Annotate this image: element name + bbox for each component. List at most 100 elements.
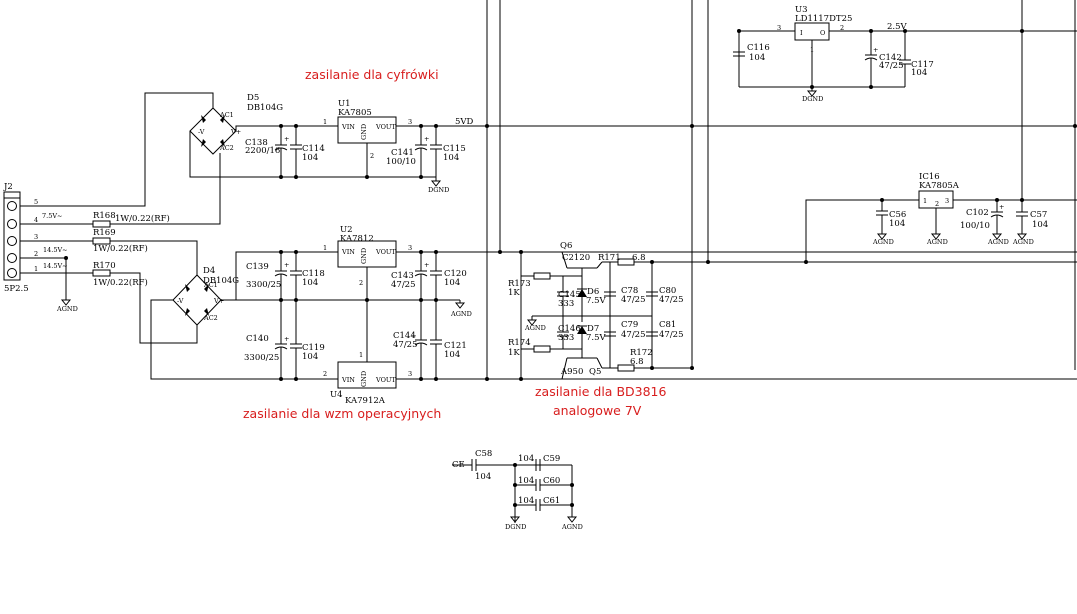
svg-text:104: 104: [444, 278, 460, 288]
svg-text:104: 104: [911, 68, 927, 78]
resistor-r168: R168 1W/0.22(RF): [92, 211, 170, 228]
svg-text:DB104G: DB104G: [203, 276, 239, 286]
svg-text:U2: U2: [340, 225, 353, 235]
net-label-7v5ac: 7.5V~: [42, 212, 62, 220]
svg-text:AGND: AGND: [1012, 238, 1034, 246]
capacitor-c114: C114 104: [290, 126, 325, 177]
regulator-ic16: IC16 KA7805A 1 2 3: [918, 172, 960, 209]
bridge-rectifier-d4: AC1 AC2 -V V+ D4 DB104G: [172, 266, 239, 326]
svg-text:3: 3: [408, 118, 412, 126]
svg-text:6.8: 6.8: [630, 357, 644, 367]
svg-text:1W/0.22(RF): 1W/0.22(RF): [93, 243, 148, 254]
svg-text:+: +: [284, 335, 289, 343]
svg-text:104: 104: [1032, 220, 1048, 230]
svg-text:V+: V+: [230, 128, 241, 136]
svg-text:333: 333: [558, 333, 574, 343]
capacitor-c116: C116 104: [733, 43, 770, 63]
svg-text:AC2: AC2: [203, 314, 218, 322]
svg-text:+: +: [284, 261, 289, 269]
svg-text:VOUT: VOUT: [375, 376, 396, 384]
svg-text:1W/0.22(RF): 1W/0.22(RF): [115, 213, 170, 224]
svg-text:47/25: 47/25: [621, 330, 646, 340]
svg-text:R172: R172: [630, 348, 653, 358]
capacitor-c118: C118 104: [290, 252, 325, 300]
net-label-14v5ac: 14.5V~: [43, 246, 68, 254]
svg-text:C57: C57: [1030, 210, 1047, 220]
svg-text:Q6: Q6: [560, 241, 572, 251]
svg-text:1: 1: [923, 197, 927, 205]
svg-text:104: 104: [518, 476, 534, 486]
capacitor-c120: C120 104: [430, 252, 467, 300]
agnd-symbol: AGND: [926, 233, 948, 246]
svg-text:7.5V: 7.5V: [586, 333, 607, 343]
svg-text:AGND: AGND: [524, 324, 546, 332]
wire-d5-gnd: [189, 131, 436, 178]
svg-text:C2120: C2120: [562, 253, 590, 263]
svg-text:C102: C102: [966, 208, 989, 218]
svg-text:C119: C119: [302, 343, 325, 353]
svg-text:AC1: AC1: [203, 281, 218, 289]
svg-text:AGND: AGND: [987, 238, 1009, 246]
dgnd-symbol: DGND: [802, 90, 823, 103]
pin-label: 5: [34, 198, 38, 206]
svg-text:3: 3: [777, 24, 781, 32]
svg-text:C138: C138: [245, 138, 268, 148]
svg-text:-V: -V: [198, 128, 205, 136]
svg-text:2: 2: [323, 370, 327, 378]
svg-text:C141: C141: [391, 148, 414, 158]
capacitor-c141: + C141 100/10: [386, 126, 429, 177]
svg-text:U3: U3: [795, 5, 808, 15]
svg-text:47/25: 47/25: [659, 295, 684, 305]
svg-text:C78: C78: [621, 286, 638, 296]
svg-text:C139: C139: [246, 262, 269, 272]
svg-text:KA7912A: KA7912A: [345, 396, 386, 406]
note-analog-7v: analogowe 7V: [553, 403, 642, 418]
svg-text:I: I: [800, 29, 803, 37]
svg-text:2: 2: [359, 279, 363, 287]
svg-text:AGND: AGND: [561, 523, 583, 531]
svg-text:R173: R173: [508, 279, 531, 289]
bridge-rectifier-d5: AC1 AC2 -V V+ D5 DB104G: [189, 93, 283, 155]
svg-text:6.8: 6.8: [632, 253, 646, 263]
wire-d4-plus: [221, 251, 338, 301]
svg-text:C140: C140: [246, 334, 269, 344]
capacitor-c140: + C140 3300/25: [244, 300, 289, 379]
svg-text:47/25: 47/25: [391, 280, 416, 290]
svg-text:U4: U4: [330, 390, 343, 400]
svg-text:3: 3: [408, 244, 412, 252]
svg-text:2: 2: [370, 152, 374, 160]
svg-text:C61: C61: [543, 496, 560, 506]
svg-text:47/25: 47/25: [621, 295, 646, 305]
svg-text:C114: C114: [302, 144, 325, 154]
svg-text:47/25: 47/25: [659, 330, 684, 340]
note-digital-supply: zasilanie dla cyfrówki: [305, 67, 439, 82]
capacitor-c57: AGND C57 104: [1012, 200, 1048, 246]
svg-text:VIN: VIN: [341, 248, 355, 256]
svg-text:1: 1: [359, 351, 363, 359]
svg-text:R174: R174: [508, 338, 531, 348]
capacitor-c119: C119 104: [290, 300, 325, 379]
svg-text:104: 104: [518, 454, 534, 464]
svg-text:C117: C117: [911, 60, 934, 70]
svg-text:AGND: AGND: [56, 305, 78, 313]
note-bd3816-supply: zasilanie dla BD3816: [535, 384, 666, 399]
svg-text:LD1117DT25: LD1117DT25: [795, 14, 852, 24]
svg-text:C115: C115: [443, 144, 466, 154]
capacitor-c144: + C144 47/25: [393, 300, 428, 379]
svg-text:-V: -V: [177, 297, 184, 305]
svg-text:D4: D4: [203, 266, 215, 276]
svg-text:47/25: 47/25: [393, 340, 418, 350]
svg-text:3300/25: 3300/25: [246, 280, 281, 290]
svg-text:DGND: DGND: [802, 95, 823, 103]
capacitor-c121: C121 104: [430, 300, 467, 379]
svg-text:AGND: AGND: [450, 310, 472, 318]
svg-text:104: 104: [749, 53, 765, 63]
svg-text:104: 104: [302, 278, 318, 288]
svg-text:A950: A950: [560, 367, 583, 377]
capacitor-c142: + C142 47/25: [864, 31, 904, 87]
svg-text:104: 104: [302, 352, 318, 362]
svg-text:D5: D5: [247, 93, 259, 103]
svg-text:+: +: [873, 46, 878, 54]
svg-text:2: 2: [840, 24, 844, 32]
svg-text:104: 104: [302, 153, 318, 163]
